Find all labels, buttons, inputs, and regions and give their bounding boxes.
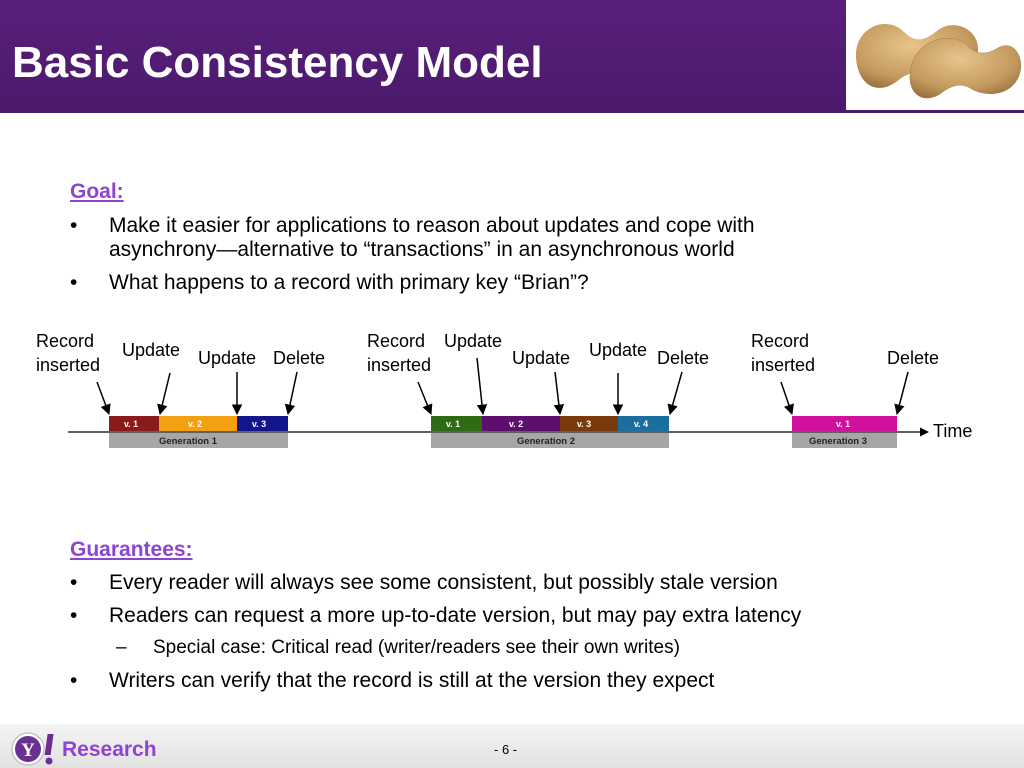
research-brand: Research bbox=[62, 738, 157, 761]
slide-title: Basic Consistency Model bbox=[12, 38, 543, 87]
peanut-image bbox=[846, 0, 1024, 110]
goal-bullet-1: • Make it easier for applications to rea… bbox=[70, 214, 950, 264]
event-label: Delete bbox=[887, 348, 939, 368]
event-label: inserted bbox=[36, 355, 100, 375]
generation-1: v. 1 v. 2 v. 3 Generation 1 bbox=[109, 416, 288, 448]
version-label: v. 2 bbox=[509, 419, 523, 429]
bullet-mark: • bbox=[70, 271, 78, 294]
logo-letter: Y bbox=[21, 740, 35, 761]
arrow bbox=[667, 371, 683, 416]
event-label: Update bbox=[512, 348, 570, 368]
bullet-text-line: asynchrony—alternative to “transactions”… bbox=[109, 238, 735, 261]
event-label: Record bbox=[751, 331, 809, 351]
generation-label: Generation 2 bbox=[517, 436, 575, 447]
event-label: inserted bbox=[367, 355, 431, 375]
event-label: inserted bbox=[751, 355, 815, 375]
version-label: v. 1 bbox=[124, 419, 138, 429]
version-bar bbox=[482, 416, 560, 431]
version-label: v. 1 bbox=[446, 419, 460, 429]
goal-bullet-2: • What happens to a record with primary … bbox=[70, 271, 950, 297]
bullet-mark: • bbox=[70, 669, 78, 692]
version-label: v. 1 bbox=[836, 419, 850, 429]
version-bar bbox=[237, 416, 288, 431]
event-label: Record bbox=[367, 331, 425, 351]
version-bar bbox=[618, 416, 669, 431]
bullet-mark: • bbox=[70, 214, 78, 237]
version-label: v. 4 bbox=[634, 419, 648, 429]
sub-bullet-mark: – bbox=[116, 637, 127, 658]
bullet-mark: • bbox=[70, 604, 78, 627]
yahoo-logo: Y bbox=[11, 732, 54, 766]
event-label: Delete bbox=[657, 348, 709, 368]
version-bar bbox=[560, 416, 618, 431]
version-bar bbox=[159, 416, 237, 431]
arrow bbox=[476, 357, 488, 416]
guarantees-heading: Guarantees: bbox=[70, 538, 193, 561]
title-divider bbox=[0, 110, 1024, 113]
sub-bullet-text: Special case: Critical read (writer/read… bbox=[153, 637, 680, 658]
event-label: Delete bbox=[273, 348, 325, 368]
version-label: v. 3 bbox=[252, 419, 266, 429]
version-bar bbox=[109, 416, 159, 431]
page-number: - 6 - bbox=[494, 742, 518, 757]
bullet-text-line: What happens to a record with primary ke… bbox=[109, 271, 589, 294]
version-bar bbox=[792, 416, 897, 431]
footer-bar bbox=[0, 724, 1024, 768]
event-arrows bbox=[96, 357, 909, 416]
bullet-text: Readers can request a more up-to-date ve… bbox=[109, 604, 802, 627]
guarantee-bullet-1: • Every reader will always see some cons… bbox=[70, 571, 950, 597]
arrow bbox=[780, 381, 794, 415]
generation-label: Generation 3 bbox=[809, 436, 867, 447]
arrow bbox=[157, 372, 171, 416]
arrow bbox=[553, 371, 565, 416]
bullet-text: Writers can verify that the record is st… bbox=[109, 669, 715, 692]
guarantee-subbullet: – Special case: Critical read (writer/re… bbox=[116, 637, 876, 661]
event-label: Record bbox=[36, 331, 94, 351]
arrow bbox=[417, 381, 433, 415]
goal-heading: Goal: bbox=[70, 180, 124, 203]
generation-bar bbox=[109, 433, 288, 448]
arrow bbox=[894, 371, 909, 416]
event-labels: Record inserted Update Update Delete Rec… bbox=[36, 331, 939, 375]
generation-label: Generation 1 bbox=[159, 436, 218, 447]
generation-3: v. 1 Generation 3 bbox=[792, 416, 897, 448]
generation-bar bbox=[792, 433, 897, 448]
version-label: v. 2 bbox=[188, 419, 202, 429]
arrow bbox=[284, 371, 298, 416]
event-label: Update bbox=[122, 340, 180, 360]
event-label: Update bbox=[198, 348, 256, 368]
title-bar bbox=[0, 0, 846, 110]
event-label: Update bbox=[444, 331, 502, 351]
version-bar bbox=[431, 416, 482, 431]
event-label: Update bbox=[589, 340, 647, 360]
arrow bbox=[96, 381, 111, 415]
bullet-text-line: Make it easier for applications to reaso… bbox=[109, 214, 755, 237]
generation-bar bbox=[431, 433, 669, 448]
bullet-mark: • bbox=[70, 571, 78, 594]
bullet-text: Every reader will always see some consis… bbox=[109, 571, 778, 594]
version-timeline-diagram: Time v. 1 v. 2 v. 3 Generation 1 v. 1 v.… bbox=[36, 331, 972, 448]
version-label: v. 3 bbox=[577, 419, 591, 429]
generation-2: v. 1 v. 2 v. 3 v. 4 Generation 2 bbox=[431, 416, 669, 448]
time-label: Time bbox=[933, 421, 972, 441]
guarantee-bullet-3: • Writers can verify that the record is … bbox=[70, 669, 950, 695]
guarantee-bullet-2: • Readers can request a more up-to-date … bbox=[70, 604, 950, 630]
